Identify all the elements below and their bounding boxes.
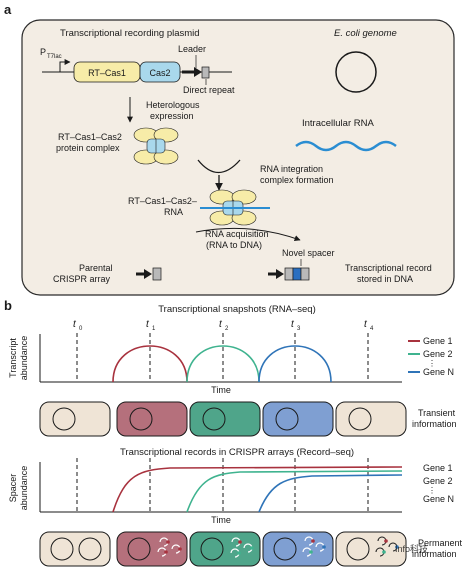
spacer-ylabel-line2: abundance [19,466,29,511]
parental-line1: Parental [79,263,113,273]
cas2-label: Cas2 [149,68,170,78]
protein-complex-icon [133,127,179,165]
timepoint-2: t [219,319,223,330]
rna-wave-icon [295,140,397,152]
legend-bottom-gene2: Gene 2 [423,476,453,486]
genome-title: E. coli genome [334,28,397,39]
legend-top-gene2: Gene 2 [423,349,453,359]
transient-line1: Transient [418,408,456,418]
novel-spacer-label: Novel spacer [282,248,335,258]
transient-cells [39,401,407,437]
timepoint-2-sub: 2 [225,326,229,332]
snapshot-title: Transcriptional snapshots (RNA–seq) [158,304,316,315]
legend-bottom: Gene 1 Gene 2 ⋮ Gene N [423,463,454,504]
permanent-cells [39,531,407,567]
timepoint-3-sub: 3 [297,326,301,332]
geneN-transcript-curve [258,345,332,383]
intracellular-rna-label: Intracellular RNA [302,118,374,129]
timepoint-4-sub: 4 [370,326,374,332]
timepoint-labels: t 0 t 1 t 2 t 3 t 4 [73,319,374,332]
spacer-xlabel: Time [211,515,231,525]
permanent-line1: Permanent [418,538,463,548]
rt-cas1-label: RT–Cas1 [88,68,126,78]
plasmid-title: Transcriptional recording plasmid [60,28,200,39]
timepoint-3: t [291,319,295,330]
timepoint-4: t [364,319,368,330]
rna-complex-icon [200,189,270,226]
rna-complex-line1: RT–Cas1–Cas2– [128,196,197,206]
record-line1: Transcriptional record [345,263,432,273]
heterologous-line2: expression [150,111,194,121]
gene2-transcript-curve [186,345,260,383]
panel-b-label: b [4,298,12,313]
gene1-spacer-curve [112,466,403,513]
cas2-gene [139,61,181,83]
record-line2: stored in DNA [357,274,413,284]
genome-circle-icon [335,51,377,93]
transient-line2: information [412,419,457,429]
legend-top: Gene 1 Gene 2 ⋮ Gene N [408,336,454,377]
legend-bottom-geneN: Gene N [423,494,454,504]
integration-line2: complex formation [260,175,334,185]
watermark-text: Info科技 [395,543,428,554]
timepoint-0: t [73,319,77,330]
promoter-arrow-icon [59,59,71,72]
heterologous-line1: Heterologous [146,100,200,110]
legend-bottom-gene1: Gene 1 [423,463,453,473]
integration-line1: RNA integration [260,164,323,174]
gene1-transcript-curve [112,345,188,383]
parental-line2: CRISPR array [53,274,111,284]
acquisition-line2: (RNA to DNA) [206,240,262,250]
gene2-spacer-curve [186,470,403,513]
acquisition-line1: RNA acquisition [205,229,269,239]
timepoint-0-sub: 0 [79,326,83,332]
complex-line1: RT–Cas1–Cas2 [58,132,122,142]
timepoint-1-sub: 1 [152,326,156,332]
geneN-spacer-curve [258,474,403,513]
timepoint-1: t [146,319,150,330]
legend-top-dots: ⋮ [428,359,436,368]
transcript-ylabel-line1: Transcript [8,338,18,378]
panel-a-box [21,19,455,296]
complex-line2: protein complex [56,143,120,153]
direct-repeat-box [201,66,210,79]
parental-array-icon [136,267,162,281]
panel-a-label: a [4,2,12,17]
spacer-ylabel-line1: Spacer [8,474,18,503]
direct-repeat-label: Direct repeat [183,85,235,95]
records-title: Transcriptional records in CRISPR arrays… [120,447,354,458]
legend-top-geneN: Gene N [423,367,454,377]
leader-label: Leader [178,44,206,54]
acquisition-arrow-icon [195,227,301,241]
legend-top-gene1: Gene 1 [423,336,453,346]
transcript-xlabel: Time [211,385,231,395]
permanent-line2: information [412,549,457,559]
promoter-label: P [40,47,46,57]
leader-arrowhead-icon [194,67,202,77]
transcript-ylabel-line2: abundance [19,336,29,381]
legend-bottom-dots: ⋮ [428,486,436,495]
rna-complex-line2: RNA [164,207,183,217]
integration-curve [197,159,241,174]
novel-array-icon [268,267,310,281]
promoter-sub: T7lac [47,54,62,60]
